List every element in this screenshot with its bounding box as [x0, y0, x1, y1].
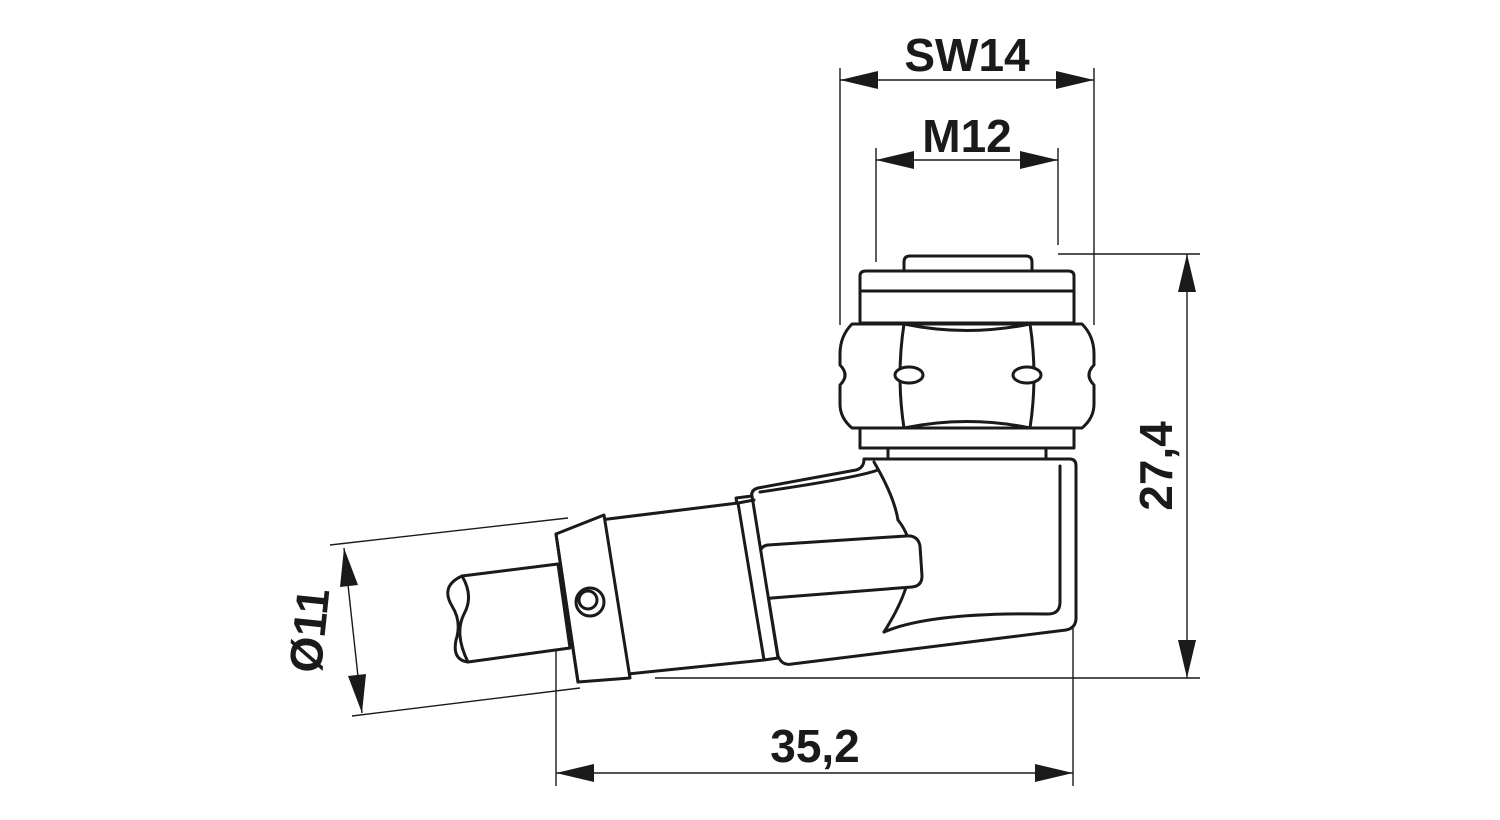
lock-pin-inner — [577, 589, 599, 611]
height-arrow-top — [1178, 254, 1196, 292]
dimension-m12: M12 — [875, 110, 1059, 262]
hex-nut-mark-right — [1011, 365, 1043, 385]
length-arrow-right — [1035, 764, 1073, 782]
boot-seam — [736, 498, 756, 505]
dimension-height: 27,4 — [655, 253, 1200, 679]
diameter-arrow-bottom — [348, 674, 366, 713]
connector — [446, 254, 1096, 684]
sw14-arrow-left — [840, 71, 878, 89]
hex-nut-mark-left — [893, 365, 925, 385]
elbow-groove — [882, 612, 1050, 634]
sw14-arrow-right — [1056, 71, 1094, 89]
hex-nut-curve-top — [902, 322, 1032, 332]
sw14-label: SW14 — [904, 29, 1030, 81]
height-label: 27,4 — [1130, 421, 1182, 511]
top-ring — [858, 269, 1076, 325]
contact-face — [902, 254, 1034, 274]
dimension-sw14: SW14 — [839, 29, 1095, 325]
diameter-arrow-top — [340, 548, 358, 587]
hex-nut-curve-bottom — [902, 420, 1032, 430]
dimension-length: 35,2 — [555, 568, 1074, 786]
elbow-shoulder — [758, 468, 880, 494]
diameter-extension-top — [329, 517, 569, 546]
m12-label: M12 — [922, 110, 1011, 162]
m12-arrow-right — [1020, 151, 1058, 169]
length-label: 35,2 — [770, 720, 860, 772]
lock-ring-face — [554, 532, 580, 684]
length-arrow-left — [556, 764, 594, 782]
dimension-cable-diameter: Ø11 — [279, 517, 581, 717]
cable — [446, 562, 572, 664]
grip-pad — [758, 534, 924, 600]
diameter-label: Ø11 — [279, 586, 340, 675]
elbow-inner-edge-top — [872, 460, 900, 522]
bottom-ring — [858, 426, 1076, 450]
height-arrow-bottom — [1178, 640, 1196, 678]
hex-nut — [838, 322, 1096, 430]
elbow-rim — [1046, 464, 1062, 616]
cable-break-line — [458, 574, 470, 664]
m12-arrow-left — [876, 151, 914, 169]
diameter-extension-bottom — [351, 687, 581, 717]
